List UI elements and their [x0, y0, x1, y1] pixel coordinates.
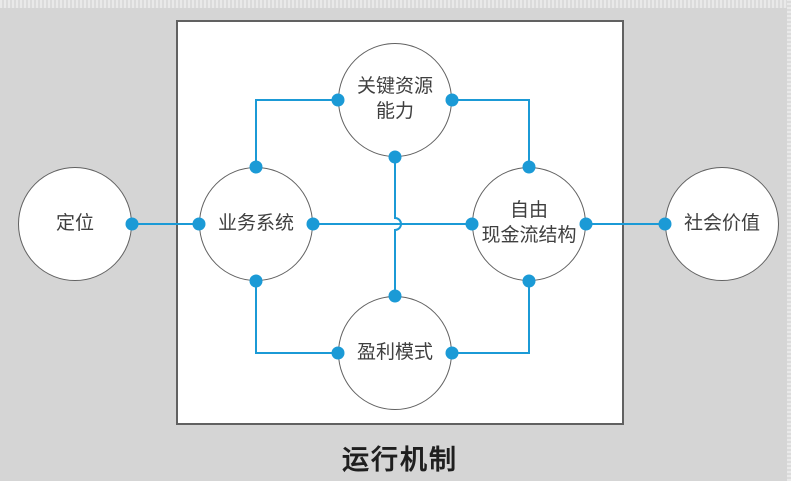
- node-label: 定位: [55, 212, 94, 234]
- node-free-cash-flow-structure: 自由 现金流结构: [472, 167, 586, 281]
- node-label: 自由 现金流结构: [481, 200, 577, 246]
- node-label: 社会价值: [683, 212, 760, 234]
- node-profit-model: 盈利模式: [338, 296, 452, 410]
- node-positioning: 定位: [18, 167, 132, 281]
- right-edge-strip: [787, 0, 791, 481]
- node-label: 业务系统: [217, 212, 294, 234]
- node-label: 关键资源 能力: [356, 76, 433, 122]
- node-label: 盈利模式: [356, 341, 433, 363]
- top-edge-strip: [0, 0, 791, 8]
- node-key-resources-capability: 关键资源 能力: [338, 43, 452, 157]
- diagram-title: 运行机制: [342, 445, 458, 475]
- node-social-value: 社会价值: [665, 167, 779, 281]
- node-business-system: 业务系统: [199, 167, 313, 281]
